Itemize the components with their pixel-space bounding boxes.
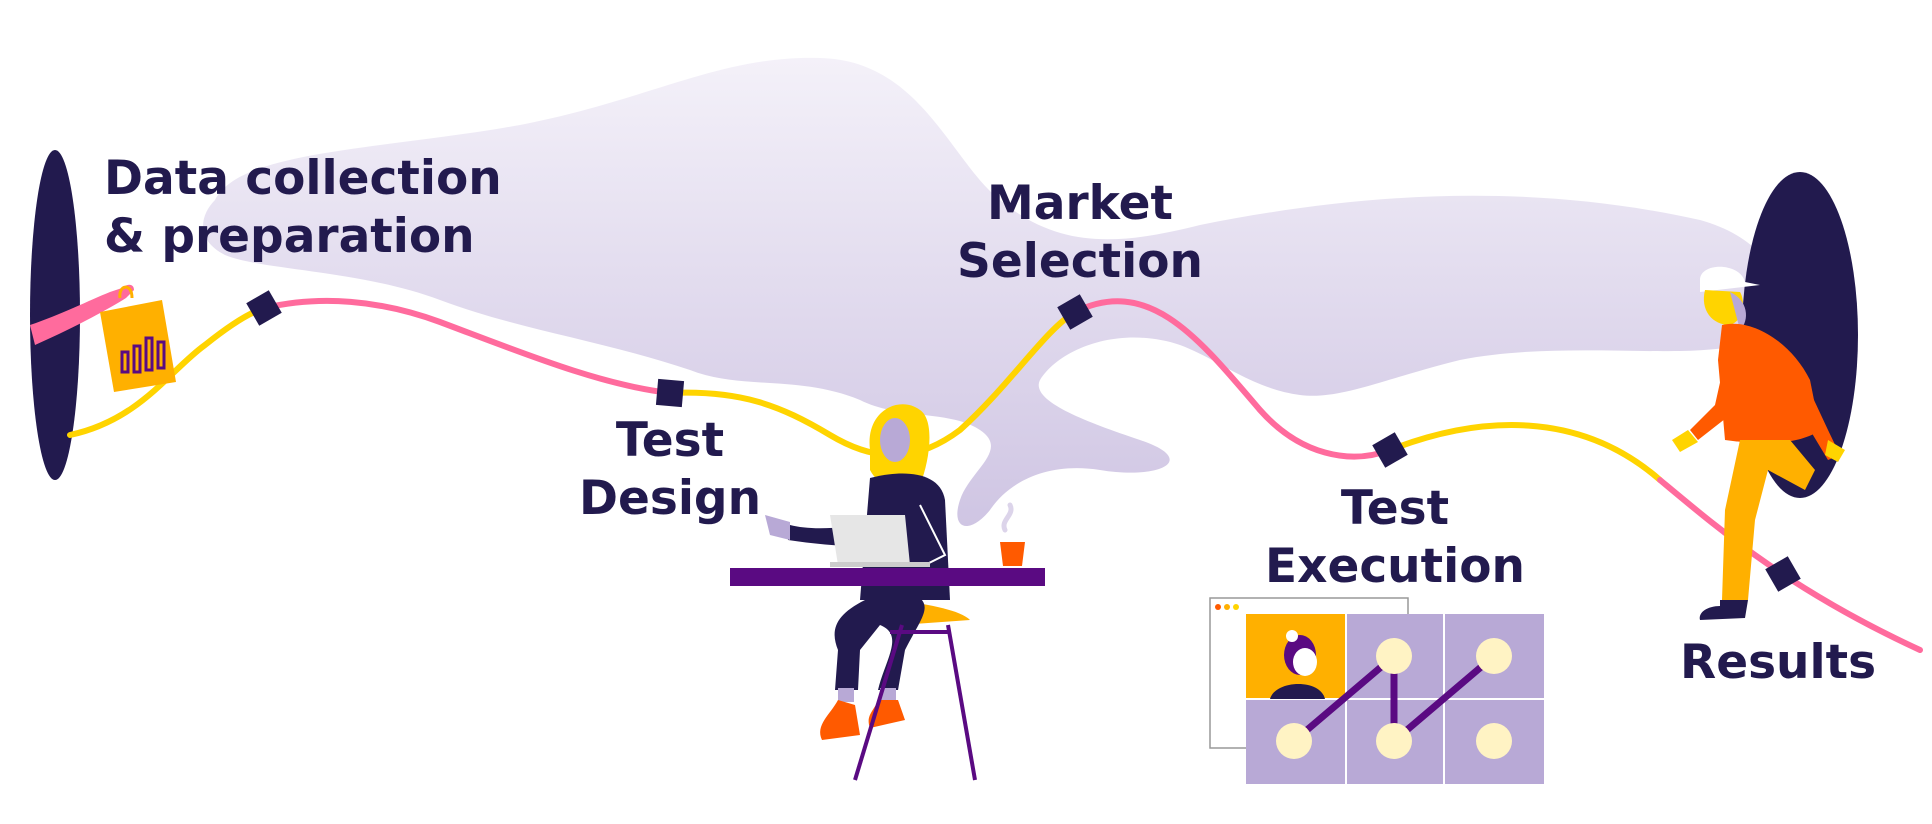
stage-label-line: Selection xyxy=(957,234,1203,289)
path-segment-pink-1 xyxy=(262,297,673,396)
checkpoint-marker-5 xyxy=(1765,556,1801,592)
node xyxy=(1476,723,1512,759)
stage-label-data-collection: Data collection & preparation xyxy=(104,150,502,266)
stage-label-line: Design xyxy=(578,471,762,526)
video-call-window xyxy=(1209,597,1544,784)
node xyxy=(1376,723,1412,759)
stage-label-line: & preparation xyxy=(104,209,475,264)
stage-label-line: Execution xyxy=(1265,539,1525,594)
node xyxy=(1276,723,1312,759)
stage-label-market-selection: Market Selection xyxy=(955,175,1205,291)
stage-label-line: Results xyxy=(1680,635,1877,690)
stage-label-line: Data collection xyxy=(104,151,502,206)
checkpoint-marker-4 xyxy=(1372,432,1408,468)
path-segment-pink-2 xyxy=(1072,298,1393,460)
node xyxy=(1376,638,1412,674)
background-cloud xyxy=(203,57,1778,527)
stage-label-test-design: Test Design xyxy=(565,412,775,528)
path-segment-yellow-1 xyxy=(67,305,268,438)
path-segment-yellow-3 xyxy=(1387,422,1663,483)
path-segment-pink-3 xyxy=(1657,477,1923,653)
left-portal xyxy=(30,150,80,480)
window-close-dot xyxy=(1215,604,1221,610)
desk xyxy=(730,568,1045,586)
woman-at-desk xyxy=(730,404,1045,781)
man-walking xyxy=(1672,266,1845,620)
window-max-dot xyxy=(1233,604,1239,610)
stage-label-line: Market xyxy=(986,176,1173,231)
stage-label-test-execution: Test Execution xyxy=(1265,480,1525,596)
window-min-dot xyxy=(1224,604,1230,610)
stage-label-line: Test xyxy=(1340,481,1450,536)
hand-with-bag xyxy=(30,284,176,392)
stage-label-line: Test xyxy=(615,413,725,468)
avatar xyxy=(1270,630,1325,699)
node xyxy=(1476,638,1512,674)
checkpoint-marker-2 xyxy=(655,378,685,408)
coffee-cup-icon xyxy=(1000,542,1025,566)
checkpoint-marker-1 xyxy=(246,290,282,326)
checkpoint-marker-3 xyxy=(1057,294,1093,330)
stage-label-results: Results xyxy=(1680,634,1877,692)
